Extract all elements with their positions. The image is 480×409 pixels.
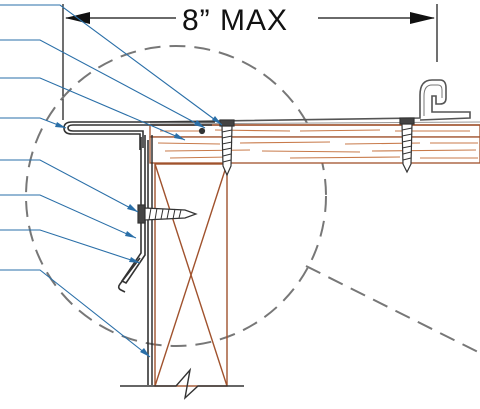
leader-arrow-6-icon <box>125 231 136 238</box>
leader-arrow-8-icon <box>140 348 150 357</box>
leader-arrow-1-icon <box>212 116 222 125</box>
leader-arrow-7-icon <box>129 257 140 263</box>
flashing-top-flange-inner <box>67 124 212 148</box>
leader-arrow-5-icon <box>127 204 138 212</box>
nail-head-icon <box>198 127 206 135</box>
detail-circle <box>25 45 327 347</box>
detail-circle-leader <box>305 265 479 353</box>
flashing-top-flange <box>63 121 215 150</box>
detail-callout-circle <box>25 45 479 353</box>
fascia-block <box>154 163 228 387</box>
fascia-screw-icon <box>137 204 198 224</box>
break-line <box>120 367 244 400</box>
leader-arrow-3-icon <box>174 133 185 140</box>
callout-leaders <box>0 4 223 358</box>
dimension-arrow-right-icon <box>410 12 435 24</box>
roof-panel-seam-inner <box>423 84 443 116</box>
leader-line-3 <box>0 77 186 141</box>
fasteners <box>137 117 415 224</box>
leader-arrow-2-icon <box>194 120 205 128</box>
roof-panel-profile <box>149 79 471 123</box>
fascia-framing <box>154 163 228 387</box>
roof-screw-left-icon <box>219 119 235 177</box>
fascia-block-diagonal-2 <box>154 163 228 387</box>
drip-edge-flashing <box>63 121 215 385</box>
dimension-annotation: 8” MAX <box>62 4 438 120</box>
leader-line-6 <box>0 194 137 239</box>
leader-line-5 <box>0 159 139 213</box>
break-line-symbol <box>120 367 244 400</box>
leader-line-8 <box>0 269 151 358</box>
roof-screw-right-icon <box>399 117 415 174</box>
leader-line-2 <box>0 39 206 129</box>
leader-line-1 <box>0 4 223 126</box>
roof-panel <box>149 79 480 125</box>
leader-arrow-4-icon <box>55 122 66 128</box>
leader-line-7 <box>0 229 141 264</box>
flashing-hem <box>117 257 141 293</box>
roof-underlayment <box>149 121 480 125</box>
dimension-label: 8” MAX <box>182 4 288 37</box>
flashing-vertical-leg <box>120 135 146 285</box>
